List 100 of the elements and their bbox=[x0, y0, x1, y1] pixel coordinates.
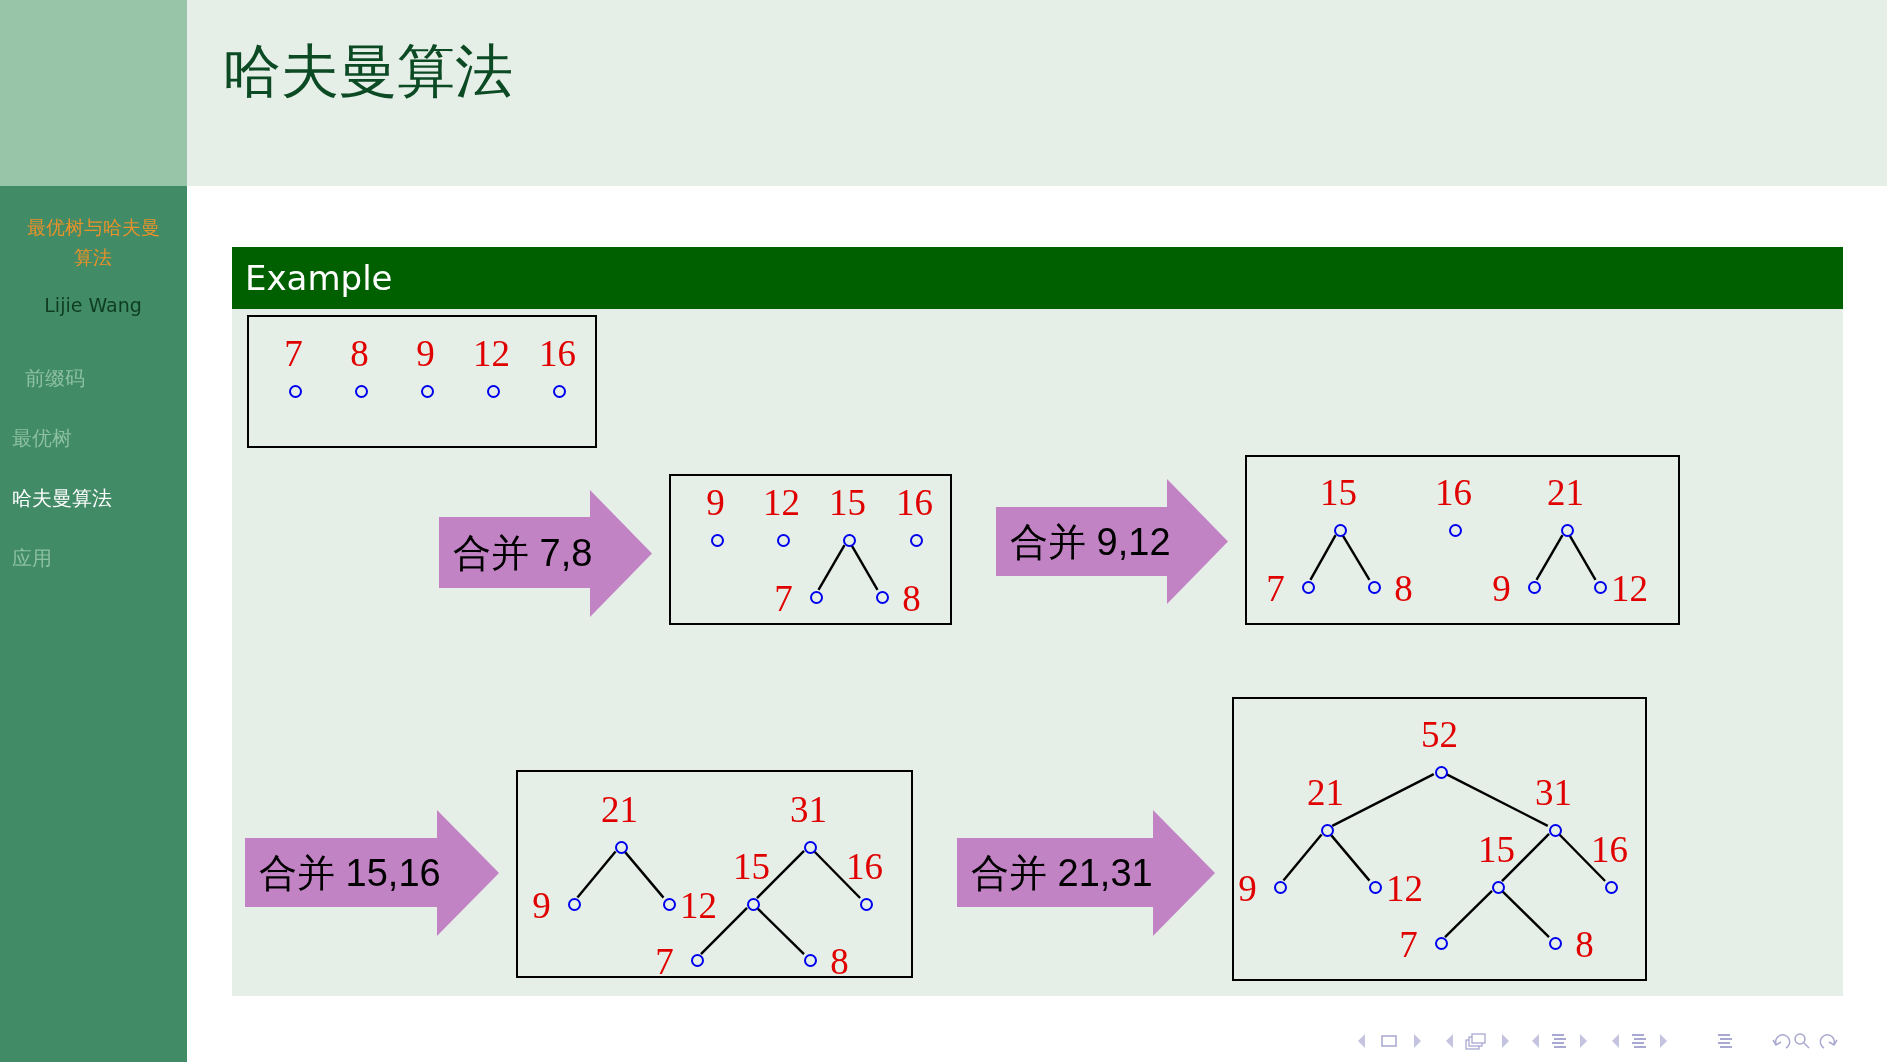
example-block bbox=[232, 247, 1843, 996]
edge-label: 合并 21,31 bbox=[971, 853, 1153, 892]
tree-node bbox=[1605, 881, 1618, 894]
weight-label: 16 bbox=[539, 334, 576, 371]
tree-node bbox=[804, 954, 817, 967]
tree-node bbox=[1528, 581, 1541, 594]
merge-arrow bbox=[957, 810, 1215, 936]
edge-label: 合并 15,16 bbox=[259, 853, 441, 892]
weight-label: 31 bbox=[790, 790, 827, 827]
tree-node bbox=[1435, 937, 1448, 950]
tree-node bbox=[876, 591, 889, 604]
weight-label: 9 bbox=[1238, 869, 1257, 906]
tree-node bbox=[1561, 524, 1574, 537]
tree-node bbox=[615, 841, 628, 854]
weight-label: 9 bbox=[532, 886, 551, 923]
merge-arrow bbox=[245, 810, 499, 936]
tree-node bbox=[1334, 524, 1347, 537]
weight-label: 52 bbox=[1421, 715, 1458, 752]
weight-label: 12 bbox=[473, 334, 510, 371]
merge-arrow bbox=[439, 490, 652, 617]
tree-edge bbox=[576, 850, 616, 898]
weight-label: 21 bbox=[601, 790, 638, 827]
weight-label: 15 bbox=[1478, 830, 1515, 867]
weight-label: 7 bbox=[1266, 569, 1285, 606]
tree-node bbox=[1549, 937, 1562, 950]
weight-label: 9 bbox=[706, 483, 725, 520]
weight-label: 15 bbox=[829, 483, 866, 520]
section-link: 最优树 bbox=[12, 425, 72, 452]
section-link: 应用 bbox=[12, 545, 52, 572]
weight-label: 8 bbox=[1394, 569, 1413, 606]
weight-label: 16 bbox=[1435, 473, 1472, 510]
tree-edge bbox=[1282, 833, 1322, 881]
tree-edge bbox=[699, 906, 748, 955]
tree-node bbox=[747, 898, 760, 911]
tree-node bbox=[843, 534, 856, 547]
author-name: Lijie Wang bbox=[43, 293, 143, 318]
tree-node bbox=[568, 898, 581, 911]
tree-edge bbox=[1329, 833, 1370, 881]
tree-panel bbox=[516, 770, 913, 978]
section-link: 前缀码 bbox=[25, 365, 85, 392]
tree-node bbox=[1594, 581, 1607, 594]
tree-edge bbox=[1567, 533, 1597, 581]
tree-node bbox=[663, 898, 676, 911]
tree-edge bbox=[1443, 889, 1493, 938]
tree-node bbox=[1369, 881, 1382, 894]
tree-node bbox=[810, 591, 823, 604]
tree-edge bbox=[1308, 534, 1337, 580]
tree-edge bbox=[755, 906, 805, 955]
tree-node bbox=[804, 841, 817, 854]
weight-label: 8 bbox=[350, 334, 369, 371]
block-title-bar: Example bbox=[232, 247, 1843, 309]
tree-edge bbox=[1557, 832, 1606, 882]
tree-edge bbox=[1500, 832, 1550, 882]
weight-label: 7 bbox=[655, 942, 674, 979]
tree-edge bbox=[755, 849, 805, 899]
weight-label: 16 bbox=[846, 847, 883, 884]
tree-edge bbox=[1534, 533, 1564, 581]
tree-node bbox=[711, 534, 724, 547]
tree-node bbox=[860, 898, 873, 911]
tree-node bbox=[1549, 824, 1562, 837]
tree-node bbox=[777, 534, 790, 547]
tree-node bbox=[553, 385, 566, 398]
weight-label: 15 bbox=[733, 847, 770, 884]
tree-node bbox=[289, 385, 302, 398]
weight-label: 21 bbox=[1307, 773, 1344, 810]
weight-label: 21 bbox=[1547, 473, 1584, 510]
tree-node bbox=[910, 534, 923, 547]
weight-label: 9 bbox=[416, 334, 435, 371]
weight-label: 8 bbox=[830, 942, 849, 979]
tree-edge bbox=[849, 543, 879, 591]
tree-edge bbox=[812, 849, 861, 899]
weight-label: 9 bbox=[1492, 569, 1511, 606]
weight-label: 31 bbox=[1535, 773, 1572, 810]
weight-label: 16 bbox=[1591, 830, 1628, 867]
weight-label: 12 bbox=[1386, 869, 1423, 906]
slide-title: 哈夫曼算法 bbox=[223, 40, 513, 104]
weight-label: 7 bbox=[1399, 925, 1418, 962]
tree-node bbox=[1302, 581, 1315, 594]
tree-node bbox=[1368, 581, 1381, 594]
weight-label: 12 bbox=[1611, 569, 1648, 606]
tree-node bbox=[355, 385, 368, 398]
edge-label: 合并 9,12 bbox=[1010, 522, 1171, 561]
tree-panel bbox=[247, 315, 597, 448]
weight-label: 12 bbox=[763, 483, 800, 520]
weight-label: 16 bbox=[896, 483, 933, 520]
tree-node bbox=[691, 954, 704, 967]
tree-node bbox=[1449, 524, 1462, 537]
merge-arrow bbox=[996, 479, 1228, 604]
tree-edge bbox=[1341, 533, 1370, 581]
tree-node bbox=[487, 385, 500, 398]
tree-edge bbox=[623, 850, 664, 898]
weight-label: 7 bbox=[774, 579, 793, 616]
weight-label: 8 bbox=[1575, 925, 1594, 962]
tree-panel bbox=[1245, 455, 1680, 625]
presentation-title: 最优树与哈夫曼算法 bbox=[25, 215, 161, 271]
tree-node bbox=[1435, 766, 1448, 779]
weight-label: 15 bbox=[1320, 473, 1357, 510]
tree-node bbox=[1492, 881, 1505, 894]
weight-label: 8 bbox=[902, 579, 921, 616]
tree-edge bbox=[1331, 772, 1434, 827]
